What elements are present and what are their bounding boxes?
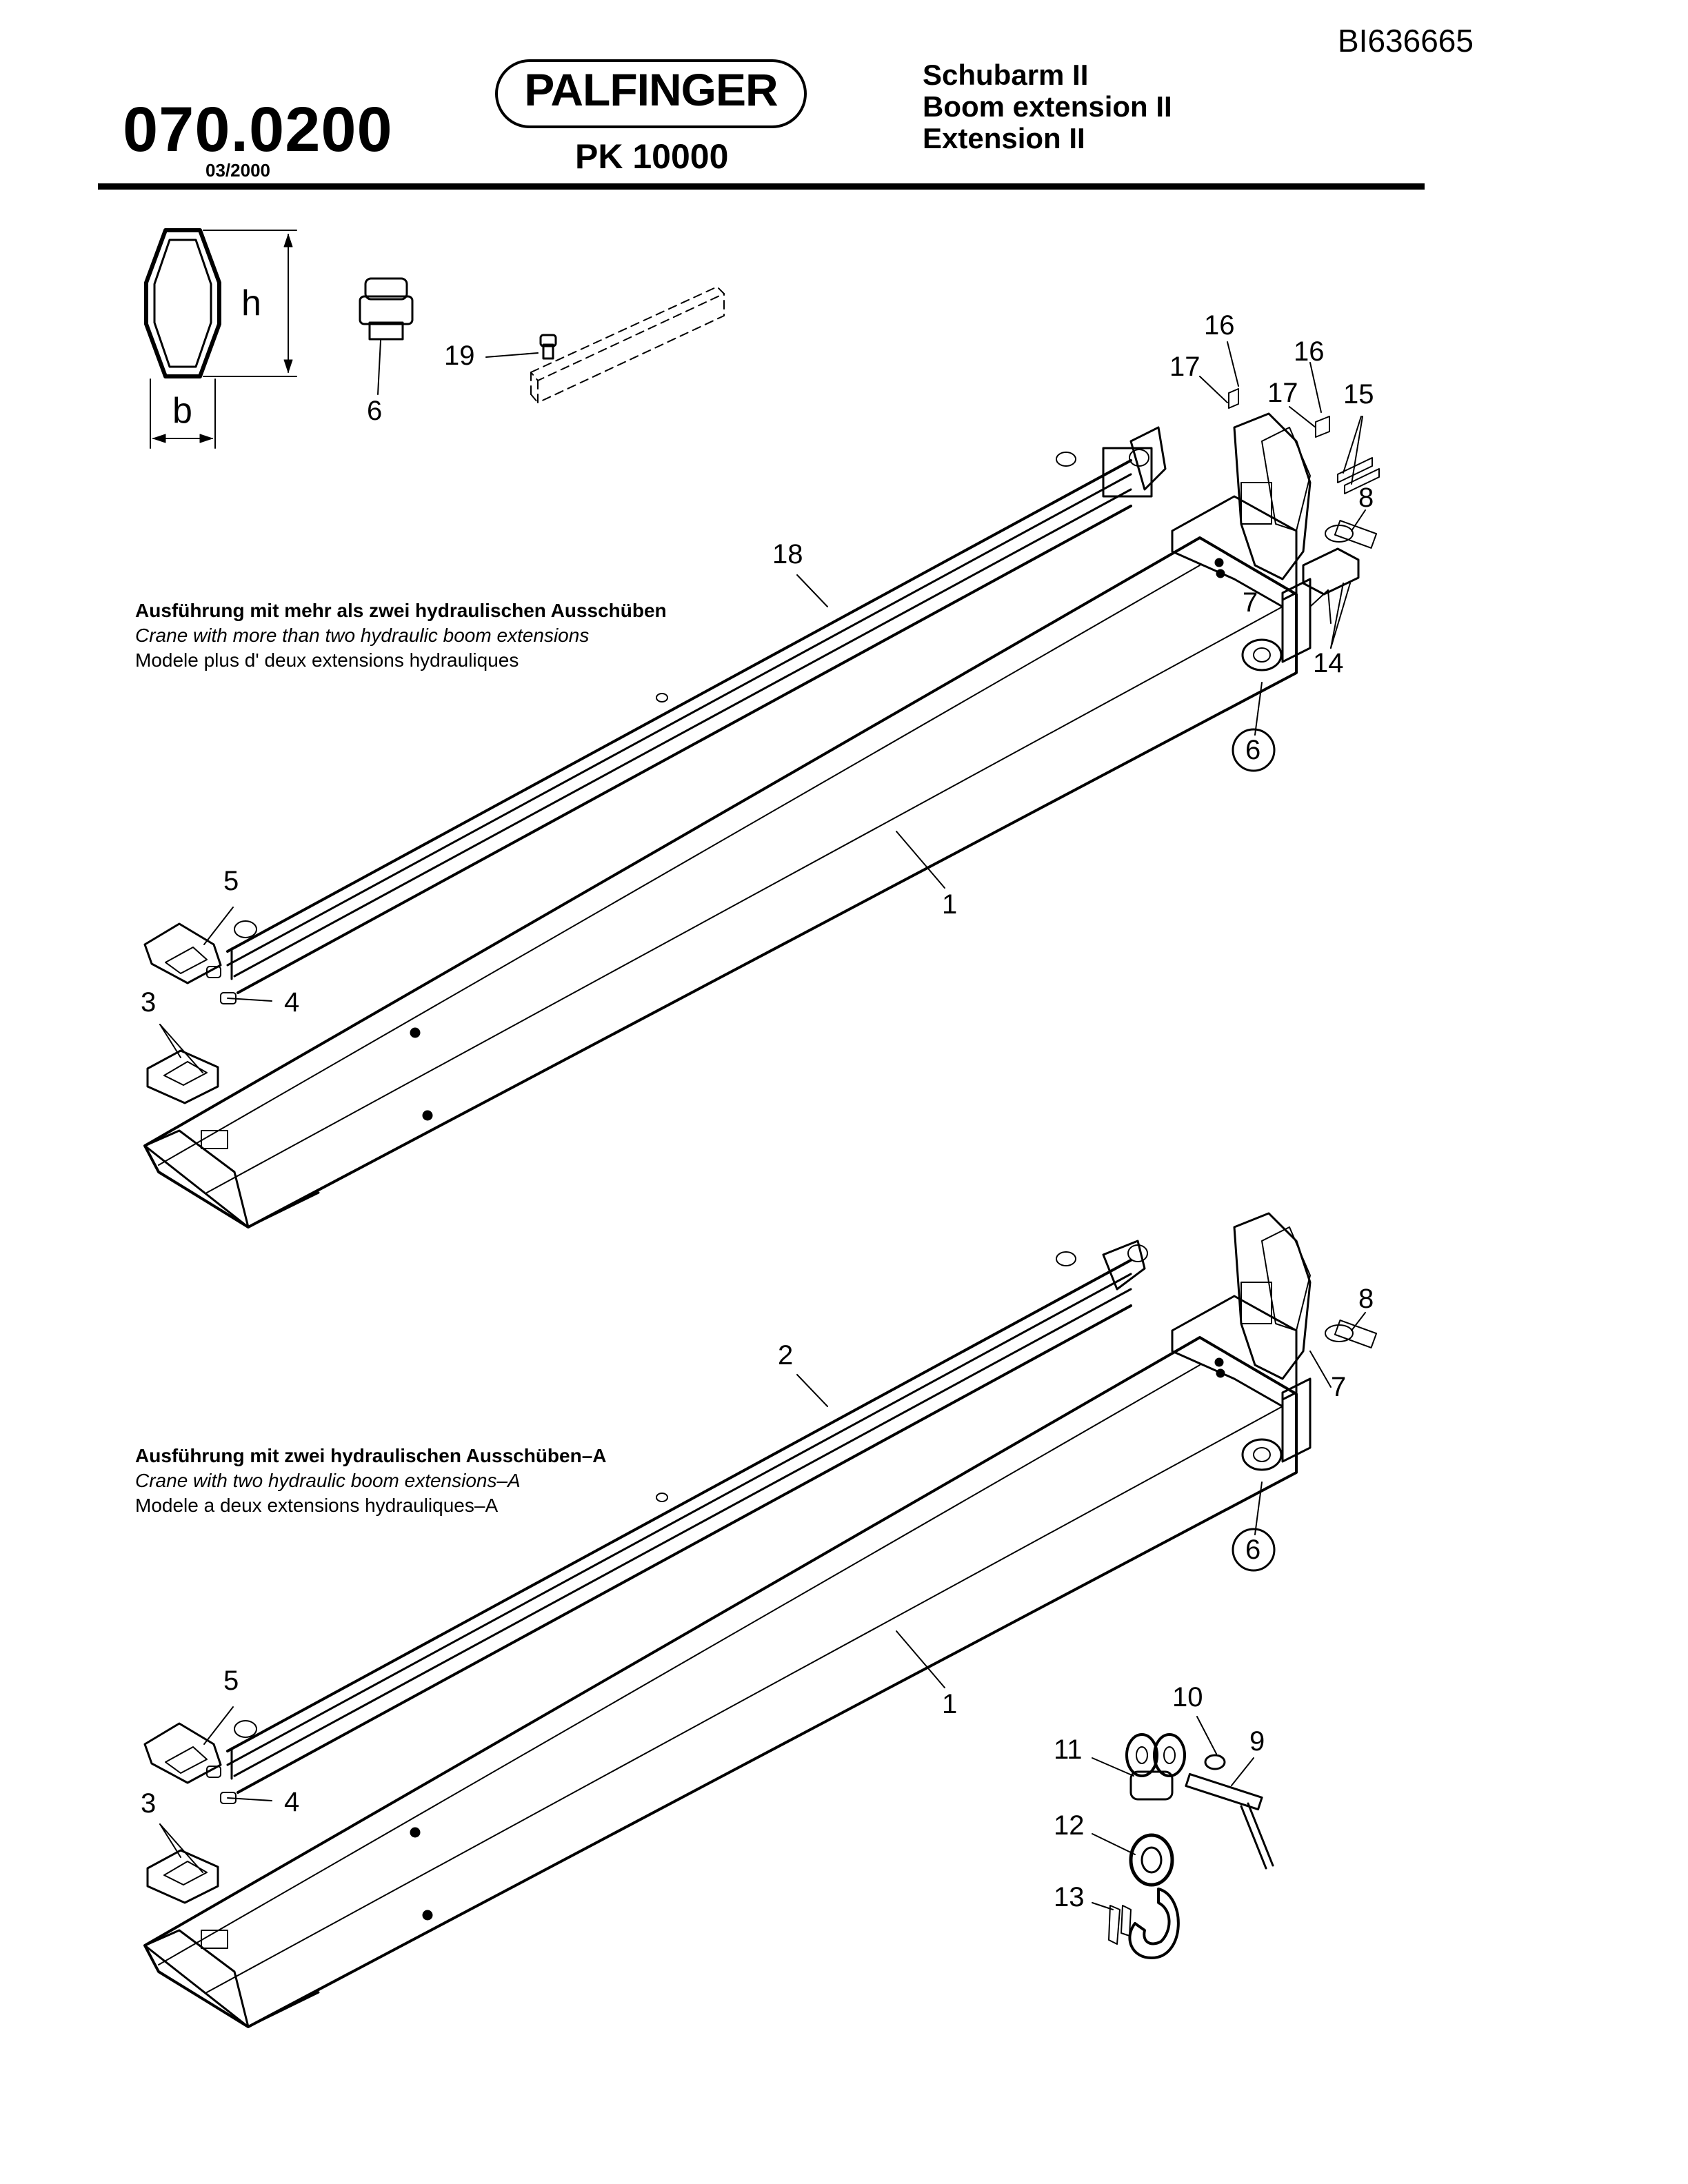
- caption-bottom: Ausführung mit zwei hydraulischen Aussch…: [135, 1444, 607, 1518]
- callout-5-top: 5: [223, 866, 239, 896]
- callout-8-bottom: 8: [1358, 1284, 1374, 1314]
- callout-15: 15: [1343, 379, 1374, 410]
- title-german: Schubarm II: [923, 59, 1089, 91]
- callout-17-b: 17: [1267, 378, 1298, 408]
- caption-bottom-french: Modele a deux extensions hydrauliques–A: [135, 1495, 499, 1516]
- callout-circle-6-bottom: [1232, 1528, 1276, 1572]
- screw-19: [485, 334, 557, 360]
- part-number: 070.0200: [123, 94, 393, 165]
- callout-19: 19: [444, 341, 475, 371]
- bottom-leader-lines: [159, 1312, 1366, 1873]
- hook-assembly: [1108, 1733, 1274, 1959]
- caption-top-french: Modele plus d' deux extensions hydrauliq…: [135, 649, 519, 671]
- callout-16-a: 16: [1204, 310, 1235, 341]
- callout-6-bottom: 6: [1245, 1535, 1261, 1565]
- model-name: PK 10000: [575, 137, 729, 176]
- callout-17-a: 17: [1169, 352, 1200, 382]
- callout-6-top-fitting: 6: [367, 396, 383, 426]
- brand-logo-frame: [495, 59, 807, 128]
- caption-top-english: Crane with more than two hydraulic boom …: [135, 625, 590, 646]
- callout-11: 11: [1054, 1735, 1083, 1765]
- callout-14: 14: [1313, 648, 1344, 678]
- callout-3-top: 3: [141, 987, 157, 1018]
- caption-bottom-german: Ausführung mit zwei hydraulischen Aussch…: [135, 1445, 607, 1466]
- title-french: Extension II: [923, 122, 1085, 154]
- callout-5-bottom: 5: [223, 1666, 239, 1696]
- caption-bottom-english: Crane with two hydraulic boom extensions…: [135, 1470, 521, 1491]
- callout-4-bottom: 4: [284, 1787, 300, 1817]
- top-leader-lines: [159, 341, 1366, 1073]
- wear-strip-detail: [530, 286, 725, 403]
- callout-7-top: 7: [1243, 587, 1258, 618]
- callout-18: 18: [772, 539, 803, 569]
- callout-16-b: 16: [1294, 336, 1325, 367]
- callout-circle-6-top: [1232, 728, 1276, 772]
- callout-4-top: 4: [284, 987, 300, 1018]
- callout-10: 10: [1172, 1682, 1203, 1712]
- brand-logo: PALFINGER: [524, 64, 778, 115]
- dimension-h: h: [241, 283, 261, 323]
- callout-7-bottom: 7: [1331, 1372, 1347, 1402]
- caption-top: Ausführung mit mehr als zwei hydraulisch…: [135, 598, 667, 673]
- boom-extension-bottom: [143, 1212, 1378, 2028]
- grease-nipple-detail: [359, 277, 414, 395]
- boom-extension-top: [143, 388, 1380, 1228]
- callout-1-top: 1: [942, 889, 958, 920]
- revision-date: 03/2000: [205, 160, 270, 181]
- title-english: Boom extension II: [923, 90, 1172, 123]
- caption-top-german: Ausführung mit mehr als zwei hydraulisch…: [135, 600, 667, 621]
- callout-2: 2: [778, 1340, 794, 1371]
- callout-9: 9: [1249, 1726, 1265, 1757]
- document-id: BI636665: [1338, 23, 1474, 59]
- callout-1-bottom: 1: [942, 1689, 958, 1719]
- callout-12: 12: [1054, 1810, 1085, 1841]
- slide-pad-profile-detail: [144, 228, 297, 449]
- header-rule: [98, 183, 1425, 190]
- callout-3-bottom: 3: [141, 1788, 157, 1819]
- hook-leader-lines: [1092, 1716, 1254, 1910]
- callout-8-top: 8: [1358, 483, 1374, 513]
- dimension-b: b: [172, 391, 192, 431]
- callout-13: 13: [1054, 1882, 1085, 1912]
- callout-6-top: 6: [1245, 735, 1261, 765]
- page-title: Schubarm II Boom extension II Extension …: [923, 59, 1172, 154]
